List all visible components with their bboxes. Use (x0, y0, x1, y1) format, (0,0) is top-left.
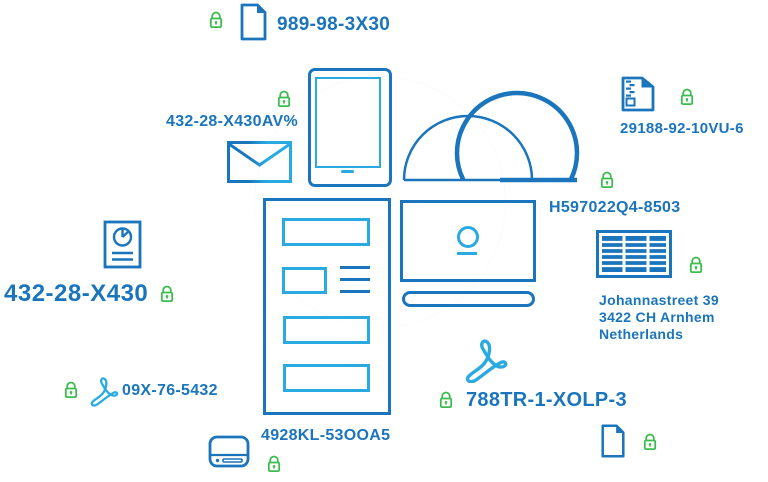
lock-icon (432, 386, 460, 414)
form-field-small (282, 267, 327, 294)
lock-icon (270, 85, 298, 113)
address-line-3: Netherlands (599, 326, 684, 342)
dome-chart-code: H597022Q4-8503 (549, 199, 681, 216)
page-wireframe (263, 198, 391, 415)
form-field-2 (283, 316, 370, 344)
document-icon (240, 3, 267, 41)
signature-icon (90, 377, 119, 407)
lock-icon (57, 376, 85, 404)
tablet-screen (315, 77, 381, 168)
text-line-3 (340, 290, 370, 293)
lock-icon (682, 251, 710, 279)
hard-drive-icon (208, 435, 250, 468)
lock-icon (636, 428, 664, 456)
avatar (457, 226, 479, 248)
form-field-3 (283, 364, 370, 392)
lock-icon (153, 280, 181, 308)
signature-icon (465, 339, 508, 383)
dome-shapes-icon (402, 90, 580, 183)
table-icon (596, 230, 672, 278)
report-icon (103, 220, 142, 269)
tablet-icon (308, 68, 392, 187)
lock-icon (202, 6, 230, 34)
avatar-body-line (457, 252, 477, 255)
address-line-1: Johannastreet 39 (599, 292, 719, 308)
lock-icon (260, 450, 288, 478)
report-code: 432-28-X430 (4, 280, 149, 307)
tablet-home-bar (341, 170, 354, 173)
monitor-icon (400, 200, 536, 282)
signature-left-code: 09X-76-5432 (122, 382, 218, 399)
keyboard-icon (402, 291, 535, 307)
text-line-1 (340, 266, 370, 269)
envelope-code: 432-28-X430AV% (166, 113, 298, 130)
document-icon (601, 424, 625, 458)
signature-right-code: 788TR-1-XOLP-3 (466, 389, 627, 411)
text-line-2 (340, 278, 370, 281)
zip-code: 29188-92-10VU-6 (620, 120, 744, 137)
address-line-2: 3422 CH Arnhem (599, 309, 715, 325)
top-document-code: 989-98-3X30 (277, 14, 391, 35)
drive-code: 4928KL-53OOA5 (261, 427, 391, 444)
form-field-1 (282, 218, 370, 246)
lock-icon (673, 83, 701, 111)
address-block: Johannastreet 39 3422 CH Arnhem Netherla… (599, 292, 719, 343)
zip-file-icon (621, 76, 655, 112)
lock-icon (593, 166, 621, 194)
envelope-icon (227, 141, 292, 183)
